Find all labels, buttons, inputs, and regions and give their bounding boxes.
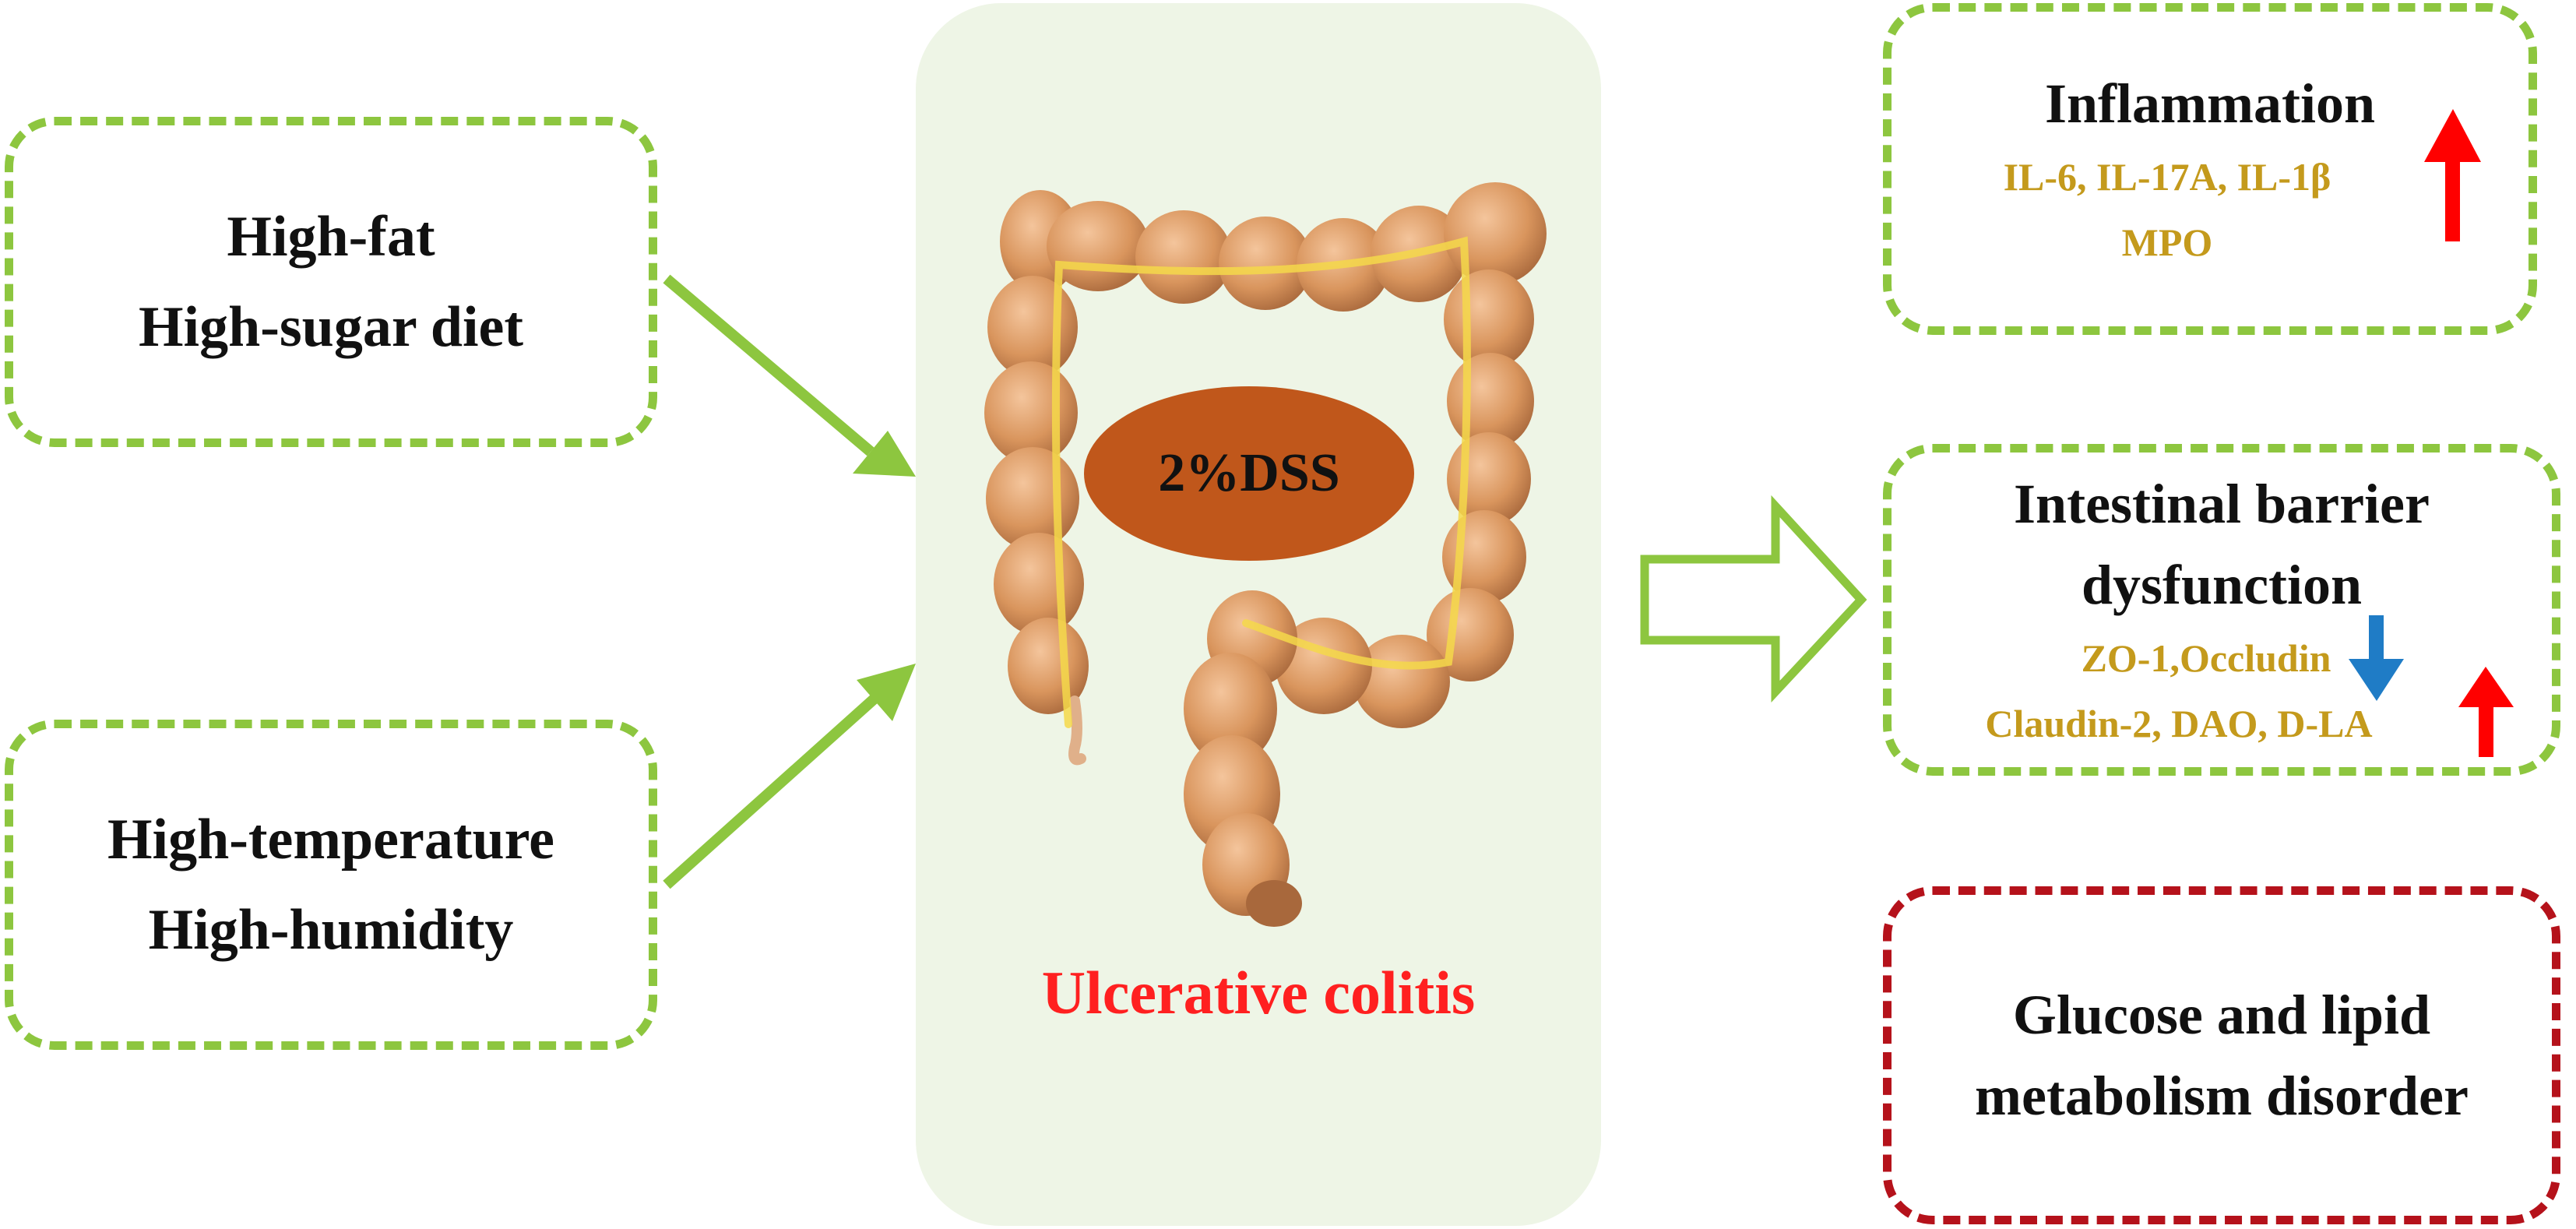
diet-line-1: High-fat (227, 205, 435, 269)
barrier-up-markers: Claudin-2, DAO, D-LA (1985, 702, 2373, 745)
barrier-title-line-2: dysfunction (2081, 554, 2363, 616)
inflammation-title: Inflammation (2044, 72, 2376, 135)
colon-descending (1427, 269, 1534, 681)
metabolism-title-line-1: Glucose and lipid (2012, 984, 2431, 1046)
ulcerative-colitis-caption: Ulcerative colitis (1041, 959, 1476, 1027)
barrier-up-arrow-icon (2458, 667, 2514, 757)
barrier-down-markers: ZO-1,Occludin (2081, 636, 2331, 680)
inflammation-box: Inflammation IL-6, IL-17A, IL-1β MPO (1883, 3, 2537, 335)
colon-sigmoid (1184, 590, 1450, 927)
dss-label: 2%DSS (1158, 443, 1340, 503)
colon-illustration (984, 182, 1547, 927)
diet-line-2: High-sugar diet (138, 295, 524, 359)
environment-box: High-temperature High-humidity (5, 720, 657, 1050)
colon-taenia-line (1051, 236, 1471, 728)
metabolism-title-line-2: metabolism disorder (1975, 1065, 2469, 1127)
barrier-title-line-1: Intestinal barrier (2014, 473, 2430, 535)
barrier-box: Intestinal barrier dysfunction ZO-1,Occl… (1883, 444, 2560, 776)
inflammation-marker-1: IL-6, IL-17A, IL-1β (2003, 155, 2331, 199)
environment-line-2: High-humidity (148, 898, 514, 962)
environment-arrow (663, 664, 916, 889)
environment-line-1: High-temperature (107, 808, 555, 872)
inflammation-marker-2: MPO (2121, 220, 2213, 264)
diet-box: High-fat High-sugar diet (5, 117, 657, 447)
dss-ellipse (1084, 386, 1414, 561)
barrier-down-arrow-icon (2349, 615, 2404, 701)
output-arrow (1640, 495, 1867, 703)
diet-arrow (663, 274, 916, 477)
metabolism-box: Glucose and lipid metabolism disorder (1883, 886, 2560, 1224)
inflammation-up-arrow-icon (2424, 109, 2481, 241)
